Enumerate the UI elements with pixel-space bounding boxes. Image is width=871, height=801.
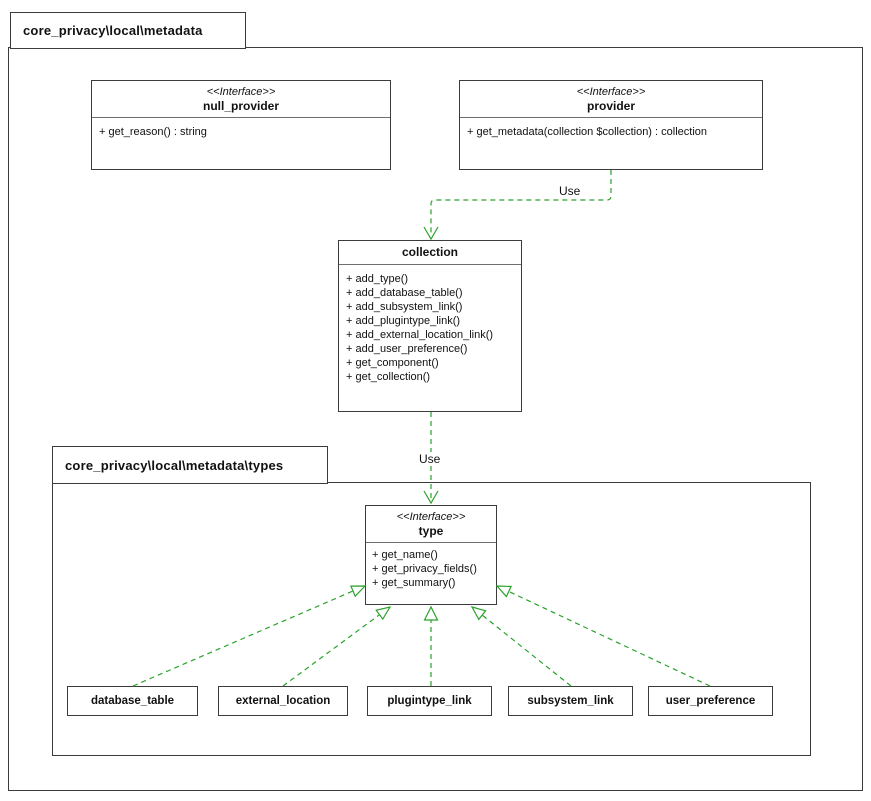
method-line: + get_privacy_fields() (372, 563, 477, 575)
class-name: provider (586, 99, 635, 113)
class-user-preference: user_preference (648, 686, 773, 716)
method-line: + add_plugintype_link() (346, 315, 461, 327)
use-label-collection-type: Use (416, 452, 444, 466)
class-name: plugintype_link (387, 695, 472, 707)
package-metadata-title: core_privacy\local\metadata (10, 12, 246, 49)
class-name: external_location (235, 695, 331, 707)
class-subsystem-link: subsystem_link (508, 686, 633, 716)
package-metadata-frame (8, 47, 863, 791)
class-name: database_table (90, 695, 175, 707)
class-name: type (418, 524, 444, 538)
class-collection: collection + add_type() + add_database_ta… (338, 240, 522, 412)
class-plugintype-link: plugintype_link (367, 686, 492, 716)
class-collection-methods: + add_type() + add_database_table() + add_… (339, 265, 521, 391)
method-line: + get_collection() (346, 371, 431, 383)
method-line: + get_reason() : string (99, 126, 207, 138)
class-name: subsystem_link (527, 695, 614, 707)
class-type: <<Interface>> type + get_name() + get_pri… (365, 505, 497, 605)
method-line: + get_metadata(collection $collection) :… (467, 126, 707, 138)
class-stereotype: <<Interface>> (576, 86, 646, 98)
use-label-provider-collection: Use (556, 184, 584, 198)
method-line: + add_user_preference() (346, 343, 468, 355)
class-type-methods: + get_name() + get_privacy_fields() + get_… (366, 543, 496, 595)
class-null-provider-header: <<Interface>> null_provider (92, 81, 390, 118)
class-database-table: database_table (67, 686, 198, 716)
class-stereotype: <<Interface>> (206, 86, 276, 98)
method-line: + get_name() (372, 549, 438, 561)
method-line: + add_external_location_link() (346, 329, 494, 341)
method-line: + get_component() (346, 357, 439, 369)
class-name: user_preference (665, 695, 756, 707)
method-line: + add_type() (346, 273, 409, 285)
method-line: + add_subsystem_link() (346, 301, 463, 313)
class-provider: <<Interface>> provider + get_metadata(co… (459, 80, 763, 170)
method-line: + get_summary() (372, 577, 456, 589)
class-stereotype: <<Interface>> (396, 511, 466, 523)
class-type-header: <<Interface>> type (366, 506, 496, 543)
package-types-title: core_privacy\local\metadata\types (52, 446, 328, 484)
class-provider-header: <<Interface>> provider (460, 81, 762, 118)
package-types-title-text: core_privacy\local\metadata\types (65, 457, 284, 473)
class-collection-header: collection (339, 241, 521, 265)
class-external-location: external_location (218, 686, 348, 716)
class-name: null_provider (202, 99, 279, 113)
package-metadata-title-text: core_privacy\local\metadata (23, 23, 203, 38)
class-name: collection (401, 245, 458, 259)
class-null-provider-methods: + get_reason() : string (92, 118, 390, 146)
class-provider-methods: + get_metadata(collection $collection) :… (460, 118, 762, 146)
method-line: + add_database_table() (346, 287, 463, 299)
class-null-provider: <<Interface>> null_provider + get_reason… (91, 80, 391, 170)
